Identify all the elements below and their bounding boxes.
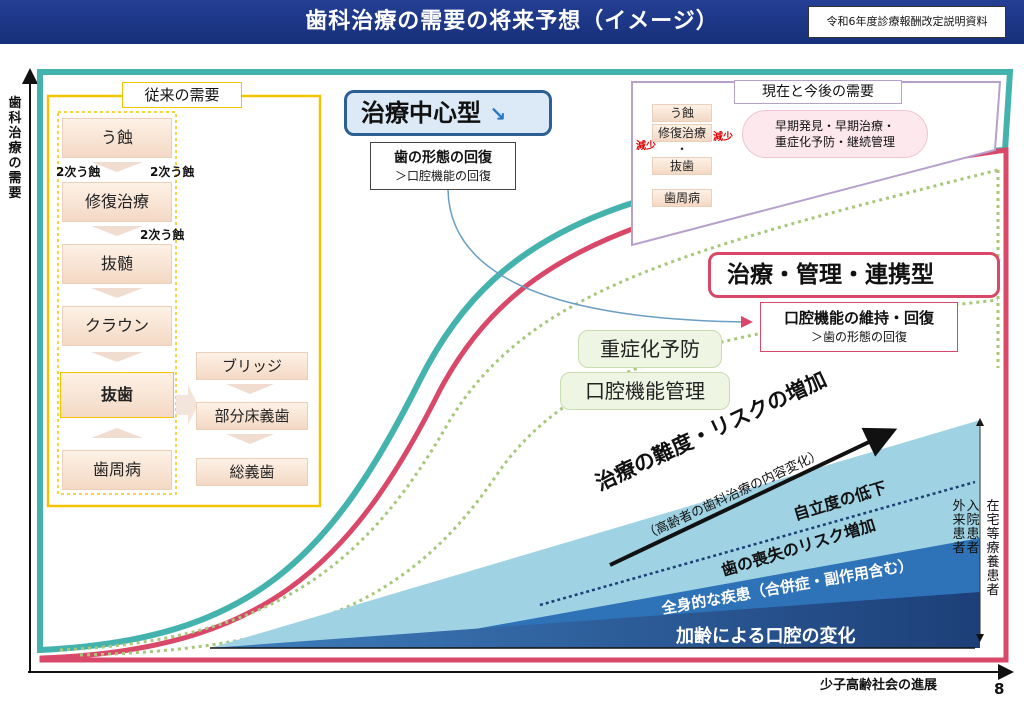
current-future-title: 現在と今後の需要 bbox=[734, 80, 902, 104]
outpatient-label: 外来患者 bbox=[952, 499, 966, 556]
integrated-label: 治療・管理・連携型 bbox=[727, 262, 934, 288]
integrated-title: 治療・管理・連携型 bbox=[708, 252, 1000, 298]
band-aging bbox=[210, 592, 980, 648]
down-arrow bbox=[91, 288, 143, 298]
y-axis-label: 歯科治療の需要 bbox=[8, 96, 22, 201]
current-future-bubble: 早期発見・早期治療・ 重症化予防・継続管理 bbox=[742, 110, 928, 158]
step-restoration: 修復治療 bbox=[62, 182, 172, 222]
treatment-centered-sub: ＞口腔機能の回復 bbox=[394, 169, 491, 183]
current-step-restoration: 修復治療 bbox=[652, 124, 712, 142]
secondary-caries-note: 2次う蝕 bbox=[56, 165, 101, 179]
current-step-periodontal: 歯周病 bbox=[652, 189, 712, 207]
down-arrow bbox=[91, 352, 143, 362]
down-arrow bbox=[91, 226, 143, 236]
page-title: 歯科治療の需要の将来予想（イメージ） bbox=[305, 9, 719, 34]
decrease-label-right: 減少 bbox=[713, 132, 733, 143]
integrated-main: 口腔機能の維持・回復 bbox=[783, 309, 934, 327]
trend-down-icon: ↘ bbox=[489, 102, 507, 126]
x-axis-label: 少子高齢社会の進展 bbox=[820, 678, 938, 693]
home-care-patient-label: 在宅等療養患者 bbox=[986, 499, 1000, 598]
treatment-centered-label: 治療中心型 bbox=[361, 99, 481, 127]
secondary-caries-note: 2次う蝕 bbox=[140, 228, 185, 242]
down-arrow bbox=[226, 434, 274, 444]
treatment-centered-title: 治療中心型 ↘ bbox=[344, 90, 552, 136]
inpatient-label: 入院患者 bbox=[966, 499, 980, 556]
secondary-caries-note: 2次う蝕 bbox=[150, 165, 195, 179]
shift-arrow bbox=[447, 189, 753, 328]
step-bridge: ブリッジ bbox=[196, 352, 308, 380]
bubble-line-2: 重症化予防・継続管理 bbox=[774, 135, 895, 149]
conventional-title: 従来の需要 bbox=[122, 82, 242, 108]
current-step-caries: う蝕 bbox=[652, 104, 712, 122]
up-arrow bbox=[91, 428, 143, 438]
step-pulpectomy: 抜髄 bbox=[62, 244, 172, 284]
integrated-sub: ＞歯の形態の回復 bbox=[810, 330, 907, 344]
step-caries: う蝕 bbox=[62, 118, 172, 158]
document-label: 令和6年度診療報酬改定説明資料 bbox=[808, 6, 1006, 38]
aging-label: 加齢による口腔の変化 bbox=[676, 626, 856, 647]
treatment-centered-box: 歯の形態の回復 ＞口腔機能の回復 bbox=[370, 142, 516, 190]
pill-oral-function-management: 口腔機能管理 bbox=[560, 372, 730, 410]
step-extraction: 抜歯 bbox=[60, 372, 174, 418]
page-number: 8 bbox=[994, 680, 1005, 698]
pill-severity-prevention: 重症化予防 bbox=[578, 330, 722, 368]
step-partial-denture: 部分床義歯 bbox=[196, 402, 308, 430]
decrease-label-left: 減少 bbox=[636, 141, 656, 152]
down-arrow bbox=[91, 162, 143, 172]
step-periodontal: 歯周病 bbox=[62, 450, 172, 490]
difficulty-arrow bbox=[609, 427, 898, 567]
current-step-extraction: 抜歯 bbox=[652, 157, 712, 175]
step-crown: クラウン bbox=[62, 306, 172, 346]
current-step-dots: ・ bbox=[675, 142, 688, 156]
dotted-curve-outer bbox=[59, 168, 999, 652]
down-arrow bbox=[226, 384, 274, 394]
integrated-box: 口腔機能の維持・回復 ＞歯の形態の回復 bbox=[760, 302, 958, 352]
step-complete-denture: 総義歯 bbox=[196, 458, 308, 486]
treatment-centered-main: 歯の形態の回復 bbox=[394, 150, 492, 166]
bubble-line-1: 早期発見・早期治療・ bbox=[774, 119, 895, 133]
